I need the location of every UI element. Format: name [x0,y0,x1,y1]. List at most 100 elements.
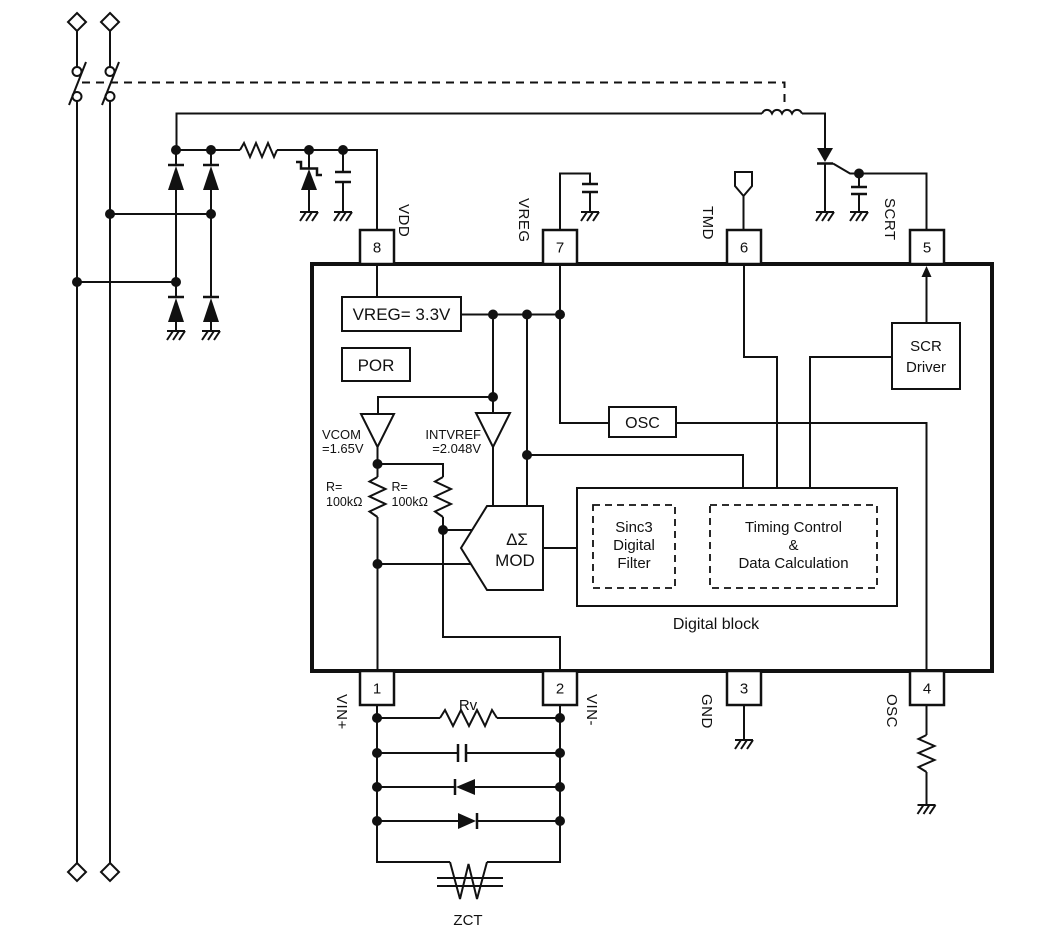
diode-up-icon [168,298,184,322]
pin-6-label: TMD [699,206,716,240]
switch-blade-icon [68,61,87,106]
zener-diode-icon [301,169,317,190]
rail-resistor [239,140,278,160]
wire [377,396,493,414]
ground-icon [166,330,186,341]
ic-pins: 8 7 6 5 1 2 3 4 [358,228,946,707]
capacitor-icon [335,170,351,184]
intvref-label: INTVREF [425,427,481,442]
sinc3-filter-block [592,504,676,589]
junction-dots [72,145,864,826]
pin-2-number: 2 [556,681,564,698]
vreg-block [341,296,462,332]
pin-2-box [541,669,579,707]
pin-5-label: SCRT [881,198,898,241]
r1-value: 100kΩ [326,495,362,509]
terminal-tab-icon [734,171,753,198]
pin-8-label: VDD [395,204,412,237]
scr-driver-label-line2: Driver [906,359,946,376]
wire [559,264,609,424]
sinc3-label-line1: Sinc3 [615,519,653,536]
mod-label-line1: ΔΣ [506,530,528,549]
zct-winding-icon [449,861,488,900]
wire [676,422,928,671]
capacitor-icon [456,744,468,762]
digital-block-outline [576,487,898,607]
tmd-terminal [734,171,753,230]
scr-thyristor-icon [817,148,833,162]
pin-1-label: VIN+ [333,694,350,730]
pin-7-box [541,228,579,266]
sinc3-label-line2: Digital [613,537,655,554]
breaker-pole-left [66,11,88,883]
diode-up-icon [168,166,184,190]
arrow-up-icon [921,266,932,277]
vreg-bypass-cap [559,172,600,230]
ground-icon [734,739,754,750]
terminal-diamond-top-left [66,11,88,33]
terminal-diamond-bottom-left [66,861,88,883]
wire [277,149,378,230]
osc-block [608,406,677,438]
timing-label-line3: Data Calculation [738,555,848,572]
bias-resistor-2 [432,476,454,518]
pin-8-box [358,228,396,266]
pin-1-number: 1 [373,681,381,698]
pin-7-number: 7 [556,240,564,257]
por-block-label: POR [358,356,395,375]
digital-block-label: Digital block [673,616,760,633]
ground-icon [580,211,600,222]
zct-input-network: Rv ZCT [376,697,561,929]
wire [376,705,450,863]
osc-block-label: OSC [625,415,660,432]
wire [809,356,892,504]
pin-3-number: 3 [740,681,748,698]
ground-icon [201,330,221,341]
wire [802,112,826,148]
breaker-pole-right [99,11,121,883]
pin-7-label: VREG [515,198,532,243]
pin-5-box [908,228,946,266]
vcom-buffer-icon [359,413,396,450]
vreg-block-label: VREG= 3.3V [353,305,451,324]
rv-label: Rv [459,697,478,714]
wire [743,264,778,504]
mod-label-line2: MOD [495,551,535,570]
scr-driver-label-line1: SCR [910,338,942,355]
pin-4-box [908,669,946,707]
ground-icon [815,211,835,222]
wire [377,463,444,477]
pin-4-label: OSC [883,694,900,728]
timing-label-line1: Timing Control [745,519,842,536]
bias-resistor-1 [367,476,388,518]
zener-diode-bar [296,160,322,177]
pin-labels: VDD VREG TMD SCRT VIN+ VIN- GND OSC [333,198,900,730]
capacitor-icon [851,185,867,196]
r2-label: R= [392,480,408,494]
diode-right-icon [458,813,476,829]
wire [442,517,561,671]
intvref-value: =2.048V [432,441,481,456]
timing-label-line2: & [788,537,798,554]
wire [559,172,591,230]
r2-value: 100kΩ [392,495,428,509]
trip-link-dashed [82,81,786,104]
timing-control-block [709,504,878,589]
wire [487,705,561,863]
ic-outline [310,262,994,673]
pin-6-number: 6 [740,240,748,257]
intvref-buffer-icon [474,412,512,450]
sinc3-label-line3: Filter [617,555,650,572]
terminal-diamond-top-right [99,11,121,33]
pin-4-number: 4 [923,681,931,698]
rectifier-network [166,109,826,341]
capacitor-icon [582,182,598,194]
vcom-value: =1.65V [322,441,364,456]
trip-solenoid-coil [761,109,803,116]
terminal-diamond-bottom-right [99,861,121,883]
diode-up-icon [203,166,219,190]
wire [175,112,762,150]
vcom-label: VCOM [322,427,361,442]
pin-2-label: VIN- [583,694,600,726]
ground-icon [299,211,319,222]
